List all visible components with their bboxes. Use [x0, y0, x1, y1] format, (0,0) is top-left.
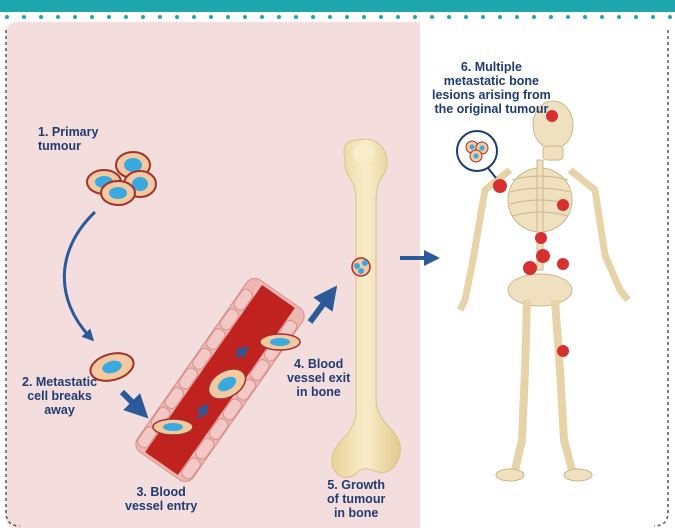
border-dot	[583, 15, 587, 19]
header-bar	[0, 0, 675, 12]
label-tumour-growth: 5. Growth of tumour in bone	[327, 478, 385, 520]
border-dot	[532, 15, 536, 19]
label-line: in bone	[287, 385, 350, 399]
label-vessel-entry: 3. Blood vessel entry	[125, 485, 197, 513]
border-dot	[464, 15, 468, 19]
border-dot	[158, 15, 162, 19]
border-dot	[141, 15, 145, 19]
border-dot	[481, 15, 485, 19]
border-dot	[5, 15, 9, 19]
border-dot	[175, 15, 179, 19]
border-dot	[311, 15, 315, 19]
border-dot	[362, 15, 366, 19]
label-line: the original tumour	[432, 102, 551, 116]
label-metastatic-cell: 2. Metastatic cell breaks away	[22, 375, 97, 417]
label-line: vessel exit	[287, 371, 350, 385]
border-dot	[73, 15, 77, 19]
border-dot	[209, 15, 213, 19]
border-dot	[447, 15, 451, 19]
label-line: cell breaks	[22, 389, 97, 403]
diagram-canvas	[0, 22, 675, 528]
border-dot	[107, 15, 111, 19]
border-dot	[651, 15, 655, 19]
border-dot	[22, 15, 26, 19]
border-dot	[634, 15, 638, 19]
border-dot	[328, 15, 332, 19]
label-line: of tumour	[327, 492, 385, 506]
label-line: tumour	[38, 139, 98, 153]
border-dot	[90, 15, 94, 19]
label-line: 6. Multiple	[432, 60, 551, 74]
border-dot	[277, 15, 281, 19]
border-dot	[192, 15, 196, 19]
label-line: away	[22, 403, 97, 417]
border-dot	[515, 15, 519, 19]
border-dot	[549, 15, 553, 19]
label-primary-tumour: 1. Primary tumour	[38, 125, 98, 153]
zoom-callout	[457, 131, 497, 178]
label-line: metastatic bone	[432, 74, 551, 88]
border-dot	[345, 15, 349, 19]
border-dot	[243, 15, 247, 19]
dotted-border	[0, 12, 675, 22]
label-line: lesions arising from	[432, 88, 551, 102]
border-dot	[566, 15, 570, 19]
label-line: 1. Primary	[38, 125, 98, 139]
panel-border-right	[654, 30, 668, 526]
label-line: 4. Blood	[287, 357, 350, 371]
border-dot	[600, 15, 604, 19]
border-dot	[498, 15, 502, 19]
border-dot	[294, 15, 298, 19]
label-line: 5. Growth	[327, 478, 385, 492]
border-dot	[260, 15, 264, 19]
label-line: 3. Blood	[125, 485, 197, 499]
border-dot	[379, 15, 383, 19]
border-dot	[56, 15, 60, 19]
label-line: vessel entry	[125, 499, 197, 513]
label-bone-lesions: 6. Multiple metastatic bone lesions aris…	[432, 60, 551, 116]
border-dot	[124, 15, 128, 19]
bone-tumour-cells	[352, 258, 370, 276]
border-dot	[617, 15, 621, 19]
border-dot	[396, 15, 400, 19]
border-dot	[430, 15, 434, 19]
label-line: 2. Metastatic	[22, 375, 97, 389]
border-dot	[226, 15, 230, 19]
label-vessel-exit: 4. Blood vessel exit in bone	[287, 357, 350, 399]
border-dot	[668, 15, 672, 19]
border-dot	[413, 15, 417, 19]
border-dot	[39, 15, 43, 19]
label-line: in bone	[327, 506, 385, 520]
